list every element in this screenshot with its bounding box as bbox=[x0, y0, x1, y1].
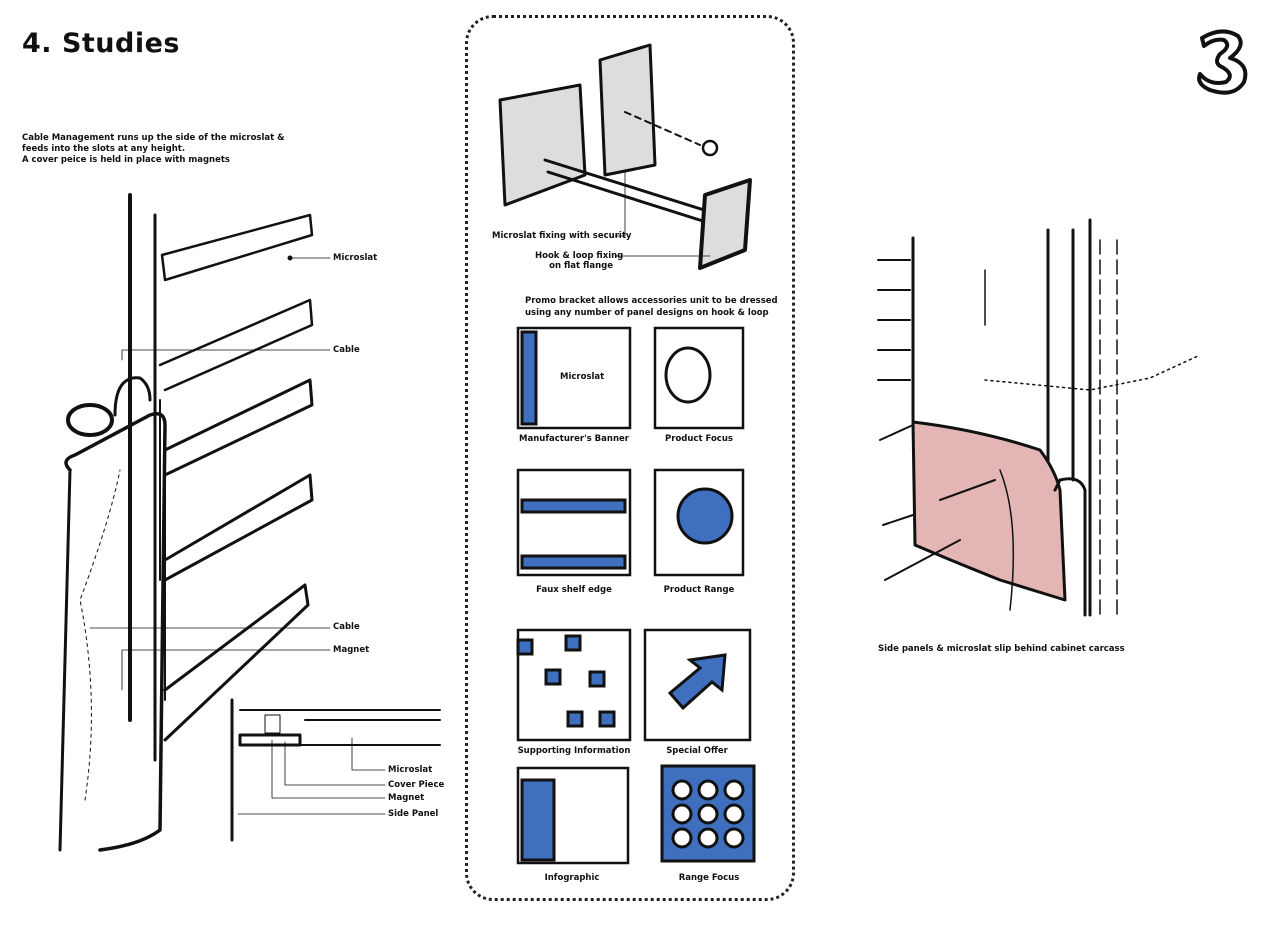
panel-label: Manufacturer's Banner bbox=[519, 434, 629, 444]
panel-label: Product Focus bbox=[665, 434, 733, 444]
panel-label: Infographic bbox=[544, 873, 600, 883]
promo-line: using any number of panel designs on hoo… bbox=[525, 308, 769, 318]
detail-callout-cover-piece: Cover Piece bbox=[388, 780, 445, 790]
detail-callout-microslat: Microslat bbox=[388, 765, 433, 775]
callout-hook-loop: Hook & loop fixing on flat flange bbox=[535, 251, 624, 271]
page-title: 4. Studies bbox=[22, 28, 180, 59]
promo-text: Promo bracket allows accessories unit to… bbox=[525, 295, 778, 319]
description-line: Cable Management runs up the side of the… bbox=[22, 133, 285, 143]
callout-line: Hook & loop fixing bbox=[535, 251, 624, 261]
left-description: Cable Management runs up the side of the… bbox=[22, 133, 285, 166]
panel-label: Supporting Information bbox=[517, 746, 631, 756]
callout-magnet: Magnet bbox=[333, 645, 370, 655]
description-line: A cover peice is held in place with magn… bbox=[22, 155, 230, 165]
callout-cable: Cable bbox=[333, 622, 360, 632]
promo-line: Promo bracket allows accessories unit to… bbox=[525, 296, 778, 306]
detail-callout-magnet: Magnet bbox=[388, 793, 425, 803]
callout-microslat: Microslat bbox=[333, 253, 378, 263]
right-caption: Side panels & microslat slip behind cabi… bbox=[878, 644, 1125, 654]
panel-label: Product Range bbox=[663, 585, 735, 595]
three-logo bbox=[1190, 28, 1254, 98]
callout-microslat-fixing: Microslat fixing with security bbox=[492, 231, 632, 241]
panel-label: Range Focus bbox=[678, 873, 740, 883]
detail-callout-side-panel: Side Panel bbox=[388, 809, 439, 819]
callout-line: on flat flange bbox=[549, 261, 613, 271]
callout-cable: Cable bbox=[333, 345, 360, 355]
description-line: feeds into the slots at any height. bbox=[22, 144, 186, 154]
promo-bracket-panel bbox=[465, 15, 795, 901]
panel-inner-microslat: Microslat bbox=[560, 372, 605, 382]
panel-label: Faux shelf edge bbox=[536, 585, 612, 595]
panel-label: Special Offer bbox=[666, 746, 728, 756]
